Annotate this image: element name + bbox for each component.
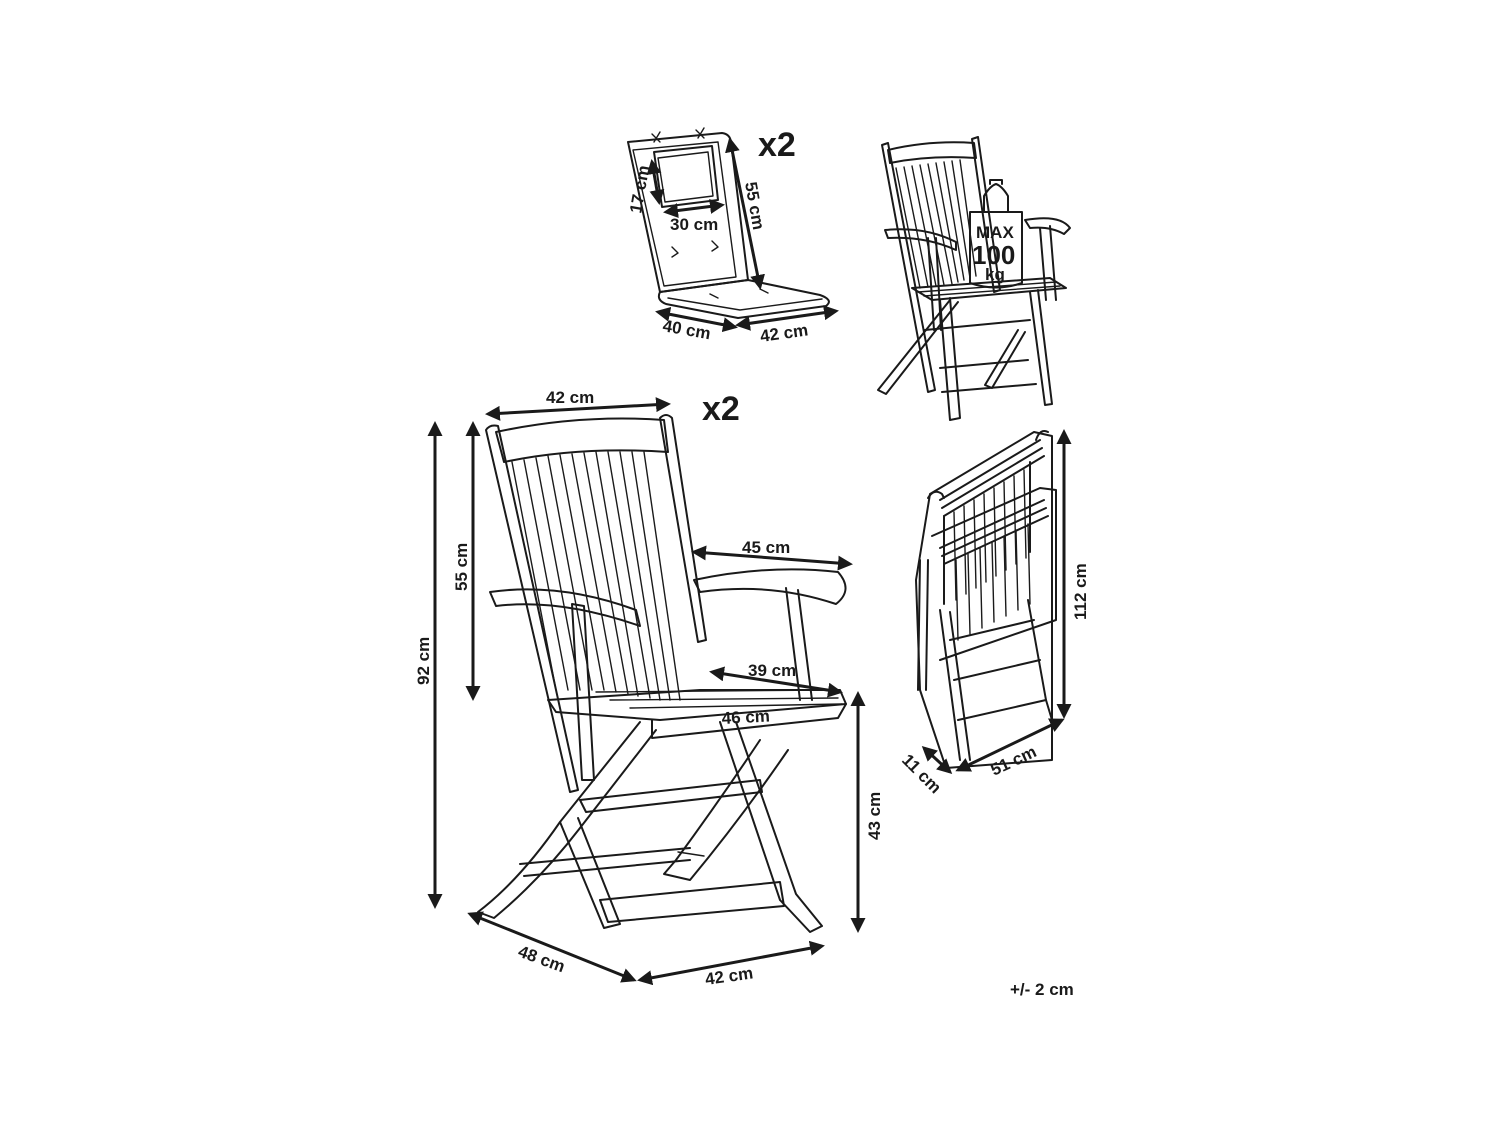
backrest-width-arrow xyxy=(485,397,671,421)
folded-chair-drawing xyxy=(915,430,1057,769)
chair-base-depth-label: 48 cm xyxy=(516,942,568,976)
tolerance-label: +/- 2 cm xyxy=(1010,980,1074,999)
seat-width-arrow xyxy=(735,305,839,331)
seat-depth-inner-arrow xyxy=(709,666,843,698)
pillow-height-arrow xyxy=(646,159,665,205)
chair-seat-height-label: 43 cm xyxy=(865,792,884,840)
cushion-seat-width-label: 42 cm xyxy=(759,320,809,346)
loaded-chair-drawing xyxy=(877,136,1071,421)
load-max-label: MAX xyxy=(976,223,1014,242)
chair-total-height-label: 92 cm xyxy=(414,637,433,685)
back-height-arrow xyxy=(725,137,765,290)
chair-armrest-span-label: 45 cm xyxy=(742,538,790,557)
folded-thickness-label: 11 cm xyxy=(898,750,945,797)
folded-thickness-arrow xyxy=(921,745,953,775)
seat-depth-arrow xyxy=(655,306,738,333)
folded-height-label: 112 cm xyxy=(1071,563,1090,620)
cushion-quantity-label: x2 xyxy=(758,126,796,164)
load-unit-label: kg xyxy=(985,265,1005,284)
folded-width-arrow xyxy=(955,718,1065,772)
armrest-span-arrow xyxy=(691,545,853,571)
cushion-drawing xyxy=(627,127,830,319)
chair-backrest-height-label: 55 cm xyxy=(452,543,471,591)
base-depth-arrow xyxy=(467,911,637,983)
folded-width-label: 51 cm xyxy=(988,742,1040,780)
chair-quantity-label: x2 xyxy=(702,390,740,428)
cushion-pillow-width-label: 30 cm xyxy=(670,215,718,234)
chair-seat-depth-inner-label: 39 cm xyxy=(748,661,796,680)
load-value-label: 100 xyxy=(972,240,1015,270)
chair-backrest-width-label: 42 cm xyxy=(546,388,594,407)
pillow-width-arrow xyxy=(663,199,725,218)
cushion-back-height-label: 55 cm xyxy=(741,180,768,231)
chair-seat-width-label: 46 cm xyxy=(721,706,770,727)
base-width-arrow xyxy=(637,940,825,986)
cushion-pillow-height-label: 17 cm xyxy=(626,164,653,215)
